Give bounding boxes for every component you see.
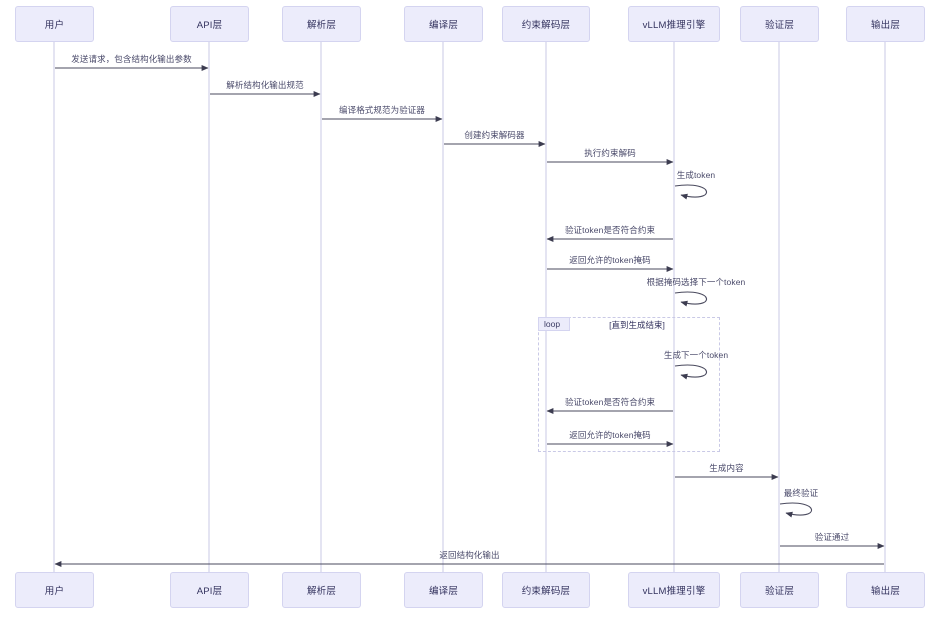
participant-label: vLLM推理引擎 bbox=[642, 20, 706, 31]
message-label-m15: 验证通过 bbox=[814, 532, 850, 542]
participant-label: API层 bbox=[196, 586, 223, 597]
participant-verify-top[interactable]: 验证层 bbox=[740, 6, 819, 42]
self-message-arrow-m10 bbox=[674, 364, 708, 380]
participant-parse-top[interactable]: 解析层 bbox=[282, 6, 361, 42]
message-label-m10: 生成下一个token bbox=[663, 350, 729, 360]
participant-output-top[interactable]: 输出层 bbox=[846, 6, 925, 42]
participant-label: 解析层 bbox=[306, 586, 337, 597]
participant-label: 约束解码层 bbox=[521, 586, 571, 597]
participant-decode-top[interactable]: 约束解码层 bbox=[502, 6, 590, 42]
message-label-m12: 返回允许的token掩码 bbox=[569, 430, 651, 440]
lifelines-group bbox=[53, 42, 886, 572]
message-label-m4: 创建约束解码器 bbox=[464, 130, 525, 140]
participant-user-bottom[interactable]: 用户 bbox=[15, 572, 94, 608]
participant-compile-bottom[interactable]: 编译层 bbox=[404, 572, 483, 608]
participant-verify-bottom[interactable]: 验证层 bbox=[740, 572, 819, 608]
participant-compile-top[interactable]: 编译层 bbox=[404, 6, 483, 42]
message-label-m7: 验证token是否符合约束 bbox=[564, 225, 656, 235]
message-label-m11: 验证token是否符合约束 bbox=[564, 397, 656, 407]
self-message-arrow-m14 bbox=[779, 502, 813, 518]
participant-vllm-bottom[interactable]: vLLM推理引擎 bbox=[628, 572, 720, 608]
participant-label: 输出层 bbox=[870, 20, 901, 31]
participant-output-bottom[interactable]: 输出层 bbox=[846, 572, 925, 608]
participant-vllm-top[interactable]: vLLM推理引擎 bbox=[628, 6, 720, 42]
participant-label: vLLM推理引擎 bbox=[642, 586, 706, 597]
message-label-m9: 根据掩码选择下一个token bbox=[646, 277, 746, 287]
participant-label: 用户 bbox=[44, 20, 65, 31]
participant-api-top[interactable]: API层 bbox=[170, 6, 249, 42]
participant-label: 解析层 bbox=[306, 20, 337, 31]
participant-label: 约束解码层 bbox=[521, 20, 571, 31]
self-message-arrow-m9 bbox=[674, 291, 708, 307]
message-arrows-group bbox=[54, 65, 885, 567]
message-label-m5: 执行约束解码 bbox=[584, 148, 636, 158]
self-message-arrow-m6 bbox=[674, 184, 708, 200]
participant-label: API层 bbox=[196, 20, 223, 31]
participant-label: 验证层 bbox=[764, 20, 795, 31]
participant-label: 验证层 bbox=[764, 586, 795, 597]
participant-label: 编译层 bbox=[428, 586, 459, 597]
message-label-m14: 最终验证 bbox=[783, 488, 819, 498]
fragment-loop bbox=[538, 317, 720, 452]
participant-user-top[interactable]: 用户 bbox=[15, 6, 94, 42]
message-label-m16: 返回结构化输出 bbox=[439, 550, 500, 560]
fragment-condition: [直到生成结束] bbox=[609, 320, 665, 330]
fragment-kind-label: loop bbox=[538, 317, 570, 331]
participant-label: 编译层 bbox=[428, 20, 459, 31]
message-label-m8: 返回允许的token掩码 bbox=[569, 255, 651, 265]
message-label-m1: 发送请求，包含结构化输出参数 bbox=[71, 54, 192, 64]
participant-parse-bottom[interactable]: 解析层 bbox=[282, 572, 361, 608]
message-label-m13: 生成内容 bbox=[709, 463, 744, 473]
participant-label: 用户 bbox=[44, 586, 65, 597]
message-label-m6: 生成token bbox=[676, 170, 716, 180]
participant-label: 输出层 bbox=[870, 586, 901, 597]
message-label-m3: 编译格式规范为验证器 bbox=[338, 105, 426, 115]
participant-api-bottom[interactable]: API层 bbox=[170, 572, 249, 608]
message-label-m2: 解析结构化输出规范 bbox=[226, 80, 304, 90]
participant-decode-bottom[interactable]: 约束解码层 bbox=[502, 572, 590, 608]
